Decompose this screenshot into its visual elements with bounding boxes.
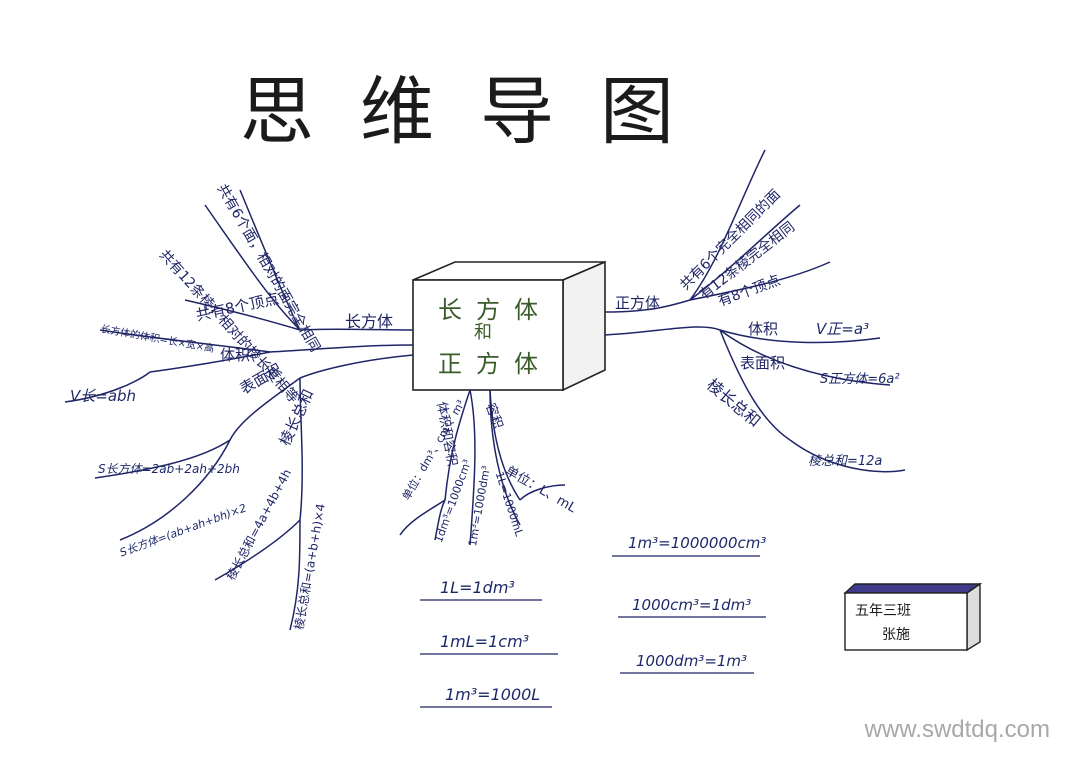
watermark: www.swdtdq.com [864,716,1050,743]
badge-name: 张施 [882,627,910,643]
left-volume-formula: V长=abh [70,387,137,405]
equality-right-3: 1000dm³=1m³ [636,652,748,670]
center-cube [412,260,606,392]
left-volume-label: 体积 [220,346,251,364]
right-volume-formula: V正=a³ [816,320,870,338]
equality-right-2: 1000cm³=1dm³ [632,596,752,614]
right-surface-label: 表面积 [740,354,786,372]
equality-left-3: 1m³=1000L [445,685,541,704]
right-surface-formula: S正方体=6a² [820,372,900,387]
equality-right-1: 1m³=1000000cm³ [628,534,767,552]
left-branches [64,189,414,631]
center-text-line2: 和 [474,322,506,343]
center-text-line1: 长方体 [438,296,552,324]
equality-left-2: 1mL=1cm³ [440,632,530,651]
author-badge-box [843,582,983,652]
left-branch-cuboid: 长方体 [345,312,394,331]
equality-left-1: 1L=1dm³ [440,578,515,597]
center-text-line3: 正方体 [438,350,552,378]
page-title: 思维导图 [240,69,720,155]
left-surface-formula1: S长方体=2ab+2ah+2bh [98,462,240,476]
equality-underlines [420,555,766,708]
bottom-branches [399,389,566,546]
right-branches [604,149,906,473]
right-branch-cube: 正方体 [615,294,661,312]
right-edge-sum-formula: 棱总和=12a [808,454,883,469]
badge-class: 五年三班 [855,603,911,619]
right-volume-label: 体积 [748,320,779,338]
